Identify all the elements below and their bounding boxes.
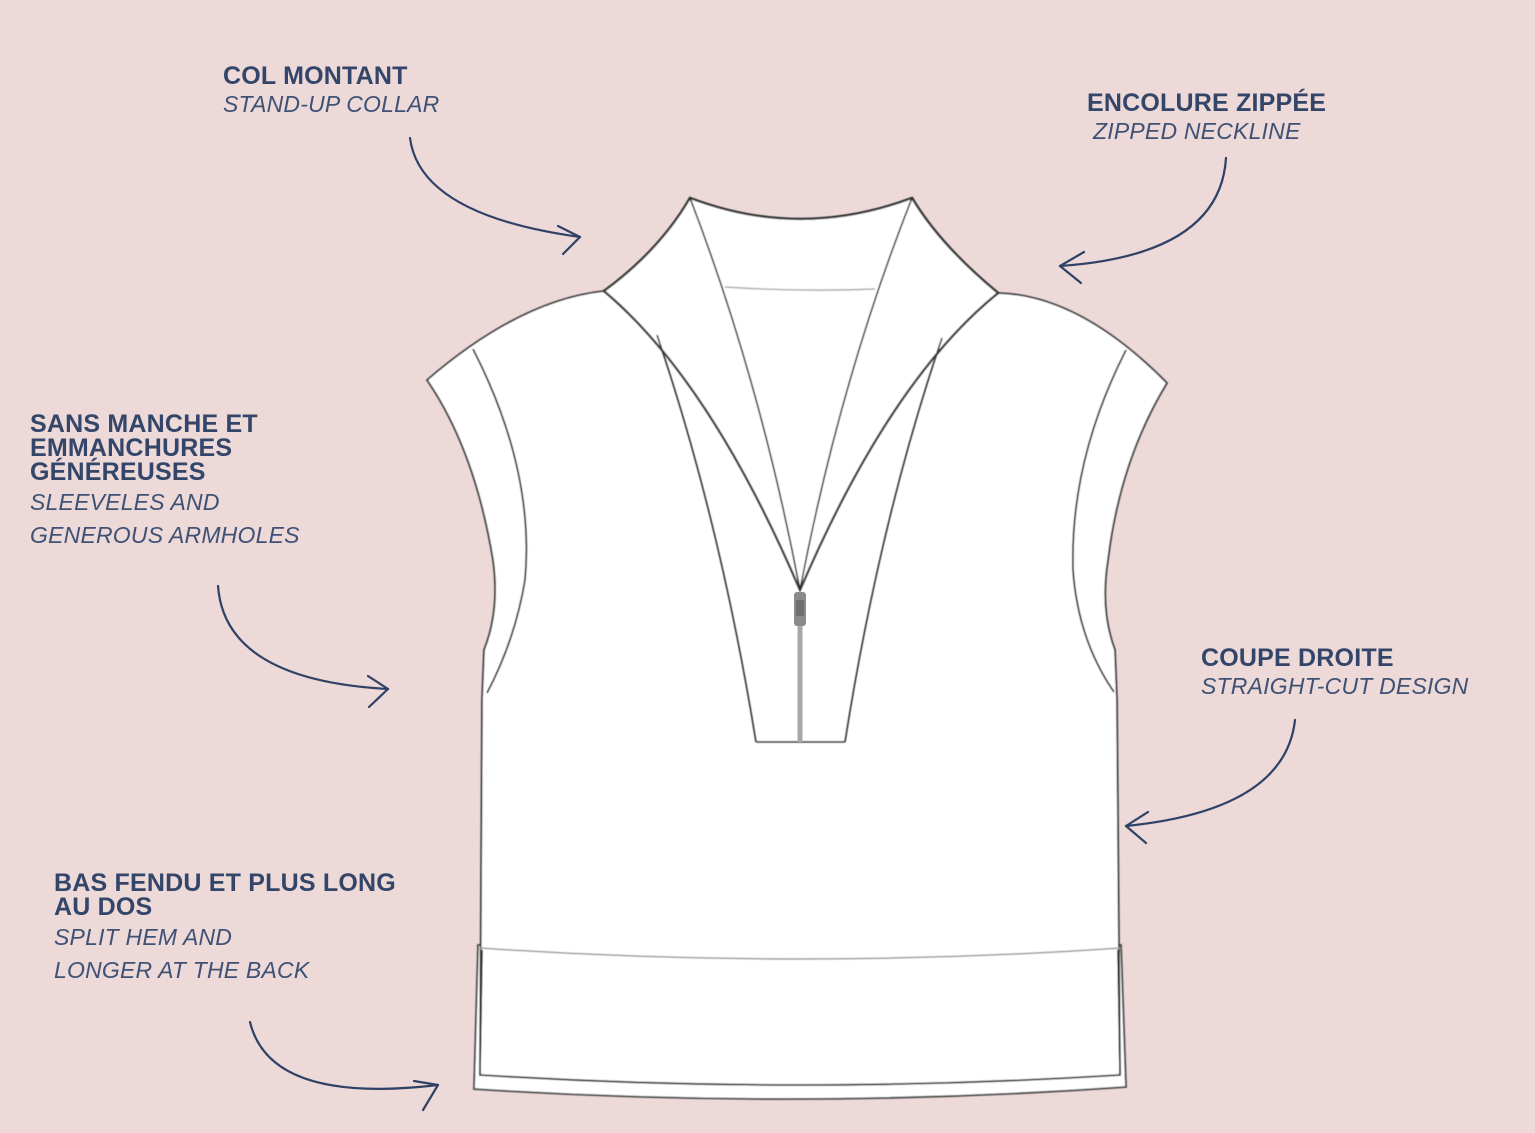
arrow-right-icon [216, 584, 390, 709]
label-french: COUPE DROITE [1201, 644, 1394, 672]
annotation-arrows [216, 136, 1297, 1112]
zipper [794, 592, 806, 742]
collar-inner-right [799, 197, 913, 591]
hem-seam-line [479, 947, 1122, 960]
placket-right [844, 337, 943, 743]
label-french: SANS MANCHE ET EMMANCHURES GÉNÉREUSES [30, 410, 258, 486]
arrow-right-icon [248, 1020, 440, 1112]
collar-inner-left [689, 197, 801, 591]
back-neck-seam [724, 286, 876, 291]
left-side-slit [479, 949, 483, 1076]
arrow-left-icon [1058, 156, 1228, 285]
label-english: STRAIGHT-CUT DESIGN [1201, 673, 1469, 699]
label-french: ENCOLURE ZIPPÉE [1087, 89, 1327, 117]
label-french: COL MONTANT [223, 62, 408, 90]
callout-split-hem: BAS FENDU ET PLUS LONG AU DOS SPLIT HEM … [54, 871, 396, 987]
label-english: SLEEVELES AND GENEROUS ARMHOLES [30, 489, 300, 548]
placket-left [656, 334, 757, 743]
collar [602, 196, 1000, 743]
left-armhole-band [472, 348, 528, 694]
label-english: STAND-UP COLLAR [223, 91, 440, 117]
label-english: SPLIT HEM AND LONGER AT THE BACK [54, 924, 310, 983]
arrow-right-icon [408, 136, 582, 256]
zipper-pull-detail [796, 600, 804, 616]
callout-zipped-neckline: ENCOLURE ZIPPÉE ZIPPED NECKLINE [1087, 91, 1326, 148]
callout-straight-cut: COUPE DROITE STRAIGHT-CUT DESIGN [1201, 646, 1468, 703]
callout-sleeveless-armholes: SANS MANCHE ET EMMANCHURES GÉNÉREUSES SL… [30, 412, 300, 552]
label-french: BAS FENDU ET PLUS LONG AU DOS [54, 869, 396, 921]
arrow-left-icon [1124, 718, 1297, 845]
label-english: ZIPPED NECKLINE [1093, 118, 1301, 144]
right-side-slit [1117, 949, 1121, 1076]
right-armhole-band [1071, 349, 1127, 693]
callout-stand-up-collar: COL MONTANT STAND-UP COLLAR [223, 64, 439, 121]
